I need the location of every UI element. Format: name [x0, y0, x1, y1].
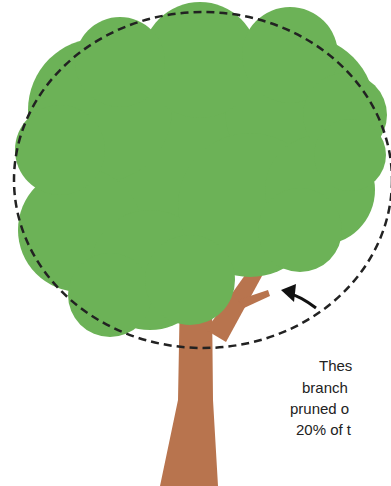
callout-note: Thes	[319, 357, 352, 375]
callout-note: branch	[302, 379, 348, 397]
callout-arrow	[281, 284, 316, 308]
pruning-boundary	[14, 12, 391, 348]
tree-crown	[15, 2, 387, 337]
callout-note: 20% of t	[296, 421, 351, 439]
callout-note: pruned o	[290, 400, 349, 418]
